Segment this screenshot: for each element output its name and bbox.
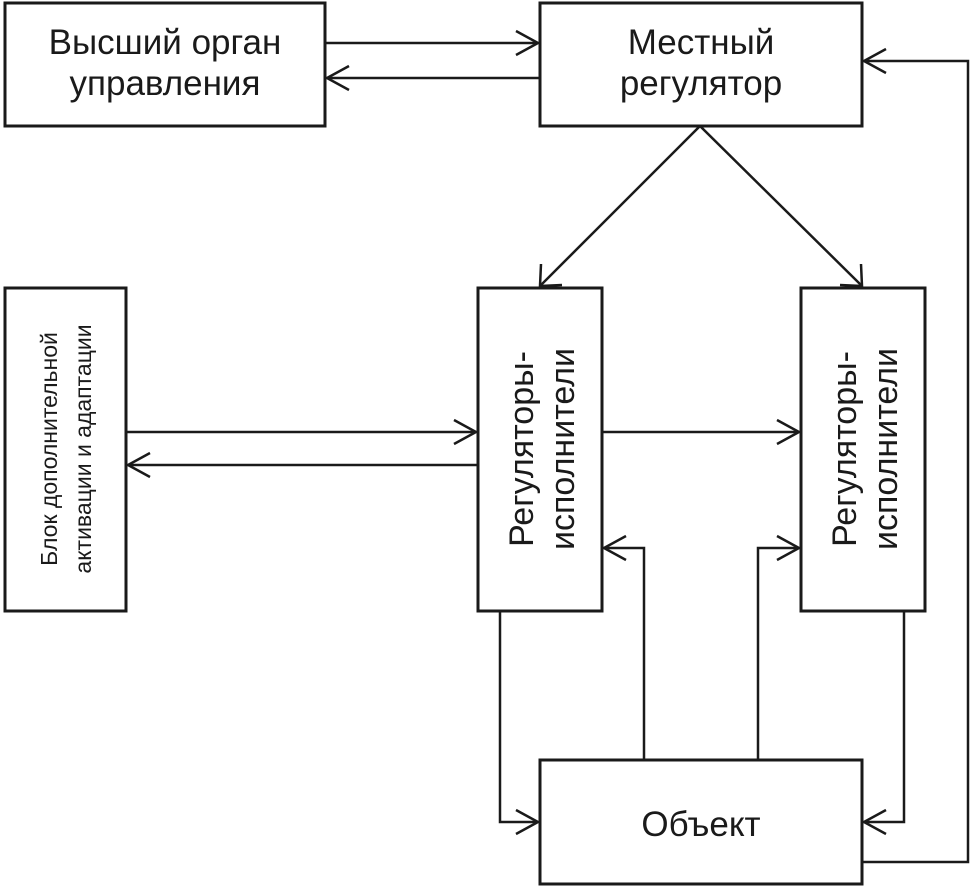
executor-left-box (476, 286, 604, 613)
arrowhead (515, 29, 541, 57)
activation-block-label-line1: Блок дополнительной (36, 332, 62, 566)
arrow-object-to-left-executor (604, 546, 646, 760)
executor-left-label-line2: исполнители (544, 348, 582, 550)
arrowhead (839, 263, 864, 288)
executor-right-box (799, 286, 927, 613)
executor-left-label-line1: Регуляторы- (503, 351, 541, 547)
activation-block-box (3, 286, 128, 613)
executor-right-label-line2: исполнители (867, 348, 905, 550)
arrow-left-executor-to-object (498, 611, 538, 824)
local-regulator-label-line1: Местный (628, 23, 775, 62)
arrow-right-executor-to-object (864, 611, 906, 824)
arrowhead (776, 534, 802, 562)
arrowhead (538, 263, 563, 288)
arrow-object-to-right-executor (756, 546, 799, 760)
object-box (538, 758, 864, 886)
arrowhead (776, 418, 802, 446)
arrowhead (324, 64, 350, 92)
higher-authority-box (3, 1, 327, 128)
higher-authority-label-line1: Высший орган (49, 23, 282, 62)
activation-block-label-line2: активации и адаптации (70, 324, 96, 573)
arrowhead (861, 47, 887, 75)
arrowhead (861, 808, 887, 836)
local-regulator-box (538, 1, 864, 128)
arrowhead (515, 808, 541, 836)
arrow-regulator-to-left-executor (539, 125, 701, 287)
object-label: Объект (641, 805, 760, 844)
local-regulator-label-line2: регулятор (620, 64, 782, 103)
arrowhead (601, 534, 627, 562)
arrowhead (125, 451, 151, 479)
arrow-regulator-to-right-executor (699, 125, 863, 287)
arrow-object-to-regulator-feedback (862, 59, 970, 864)
higher-authority-label-line2: управления (70, 64, 261, 103)
arrowhead (453, 418, 479, 446)
executor-right-label-line1: Регуляторы- (826, 351, 864, 547)
